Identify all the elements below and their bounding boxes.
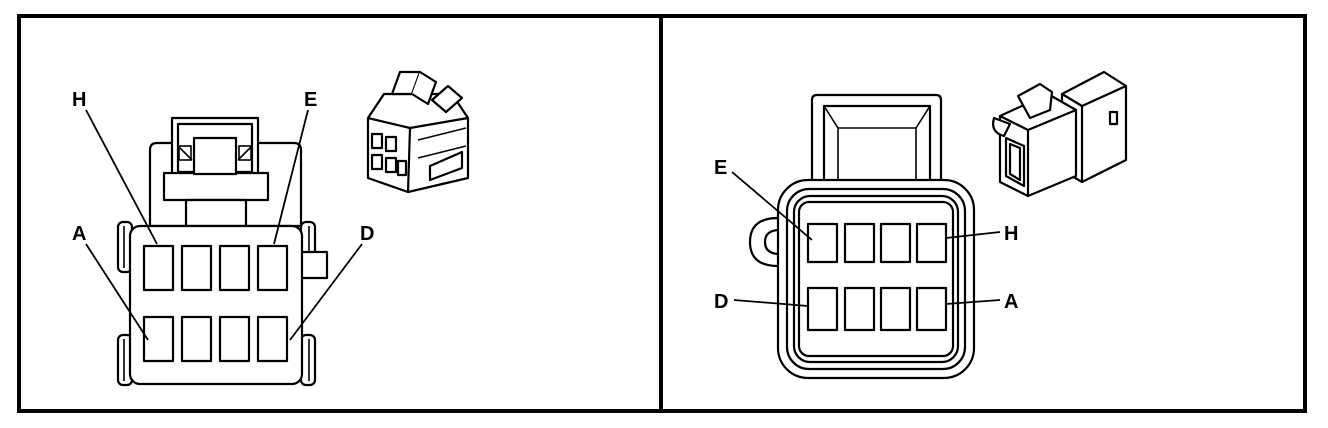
right-latch-housing xyxy=(810,93,943,190)
right-leader-h xyxy=(945,231,1001,239)
left-leader-a xyxy=(85,243,149,341)
right-connector-face xyxy=(748,93,976,380)
left-label-a: A xyxy=(72,223,86,245)
right-cavity-f xyxy=(843,222,876,264)
right-label-e: E xyxy=(714,157,727,179)
left-connector-face xyxy=(116,116,329,387)
left-label-d: D xyxy=(360,223,374,245)
left-cavity-a xyxy=(142,315,175,363)
left-leader-d xyxy=(289,243,363,341)
component-connector-isometric-icon xyxy=(992,70,1128,198)
harness-connector-isometric-icon xyxy=(366,70,470,194)
right-cavity-d xyxy=(806,286,839,332)
left-label-h: H xyxy=(72,89,86,111)
right-cavity-h xyxy=(915,222,948,264)
left-leader-h xyxy=(85,109,158,245)
left-cavity-h xyxy=(142,244,175,292)
left-cavity-f xyxy=(218,244,251,292)
left-leader-e xyxy=(273,109,309,245)
right-label-a: A xyxy=(1004,291,1018,313)
right-cavity-g xyxy=(879,222,912,264)
left-cavity-b xyxy=(180,315,213,363)
right-leader-a xyxy=(945,299,1001,305)
right-cavity-b xyxy=(879,286,912,332)
left-latch-bar xyxy=(162,171,270,202)
left-label-e: E xyxy=(304,89,317,111)
right-cavity-c xyxy=(843,286,876,332)
right-cavity-a xyxy=(915,286,948,332)
right-label-d: D xyxy=(714,291,728,313)
left-cavity-d xyxy=(256,315,289,363)
left-cavity-e xyxy=(256,244,289,292)
right-cavity-e xyxy=(806,222,839,264)
left-cavity-c xyxy=(218,315,251,363)
right-label-h: H xyxy=(1004,223,1018,245)
right-leader-d xyxy=(733,299,809,307)
left-cavity-g xyxy=(180,244,213,292)
right-connector-shell xyxy=(776,178,976,380)
right-leader-e xyxy=(731,171,813,241)
